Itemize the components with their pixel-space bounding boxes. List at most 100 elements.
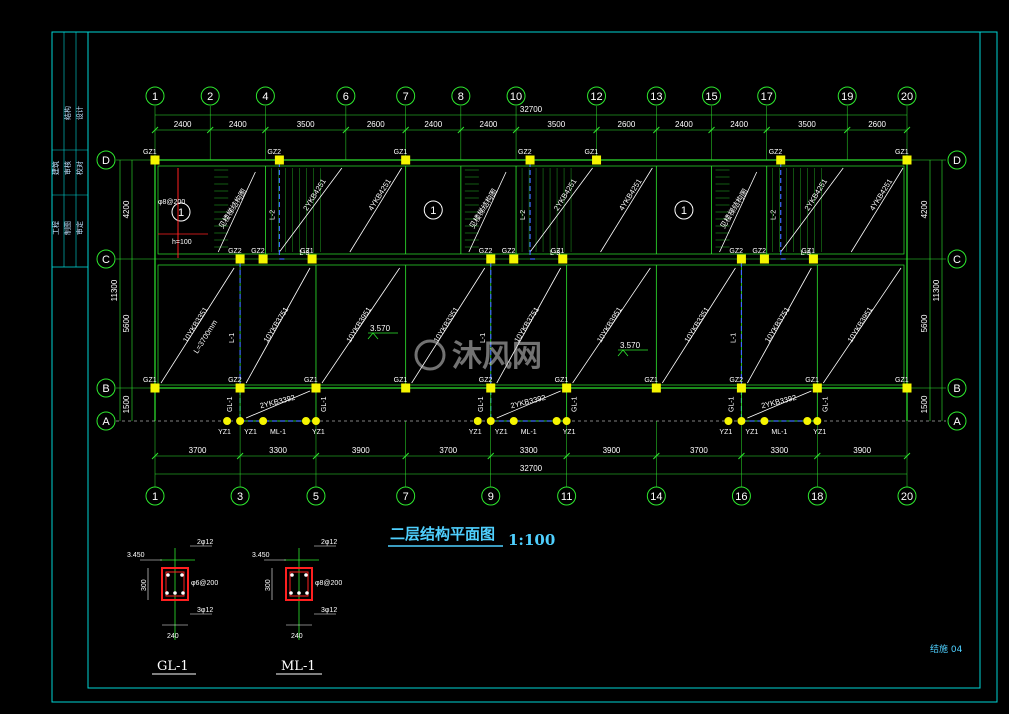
column-gz2-7 bbox=[235, 254, 245, 264]
elevation-1: 3.570 bbox=[620, 341, 641, 350]
beam-gl1-label-r-2: GL-1 bbox=[822, 396, 829, 412]
column-gz2-20 bbox=[486, 383, 496, 393]
dim-bottom-1: 3300 bbox=[269, 446, 287, 455]
gl1-height: 300 bbox=[141, 579, 148, 591]
title-block-6: 制图 bbox=[63, 221, 72, 235]
axis-label-top-12: 20 bbox=[901, 91, 913, 103]
axis-bubble-bottom-7 bbox=[731, 486, 751, 506]
column-label-13: GZ2 bbox=[729, 248, 743, 255]
room-mark-1: 1 bbox=[430, 205, 436, 217]
dim-total-left: 11300 bbox=[110, 279, 119, 301]
detail-gl1: 3.450 300 240 2φ12 φ6@200 3φ12 GL-1 bbox=[127, 539, 218, 675]
plan-walls bbox=[154, 159, 908, 421]
plan-title: 二层结构平面图 bbox=[390, 525, 495, 543]
axis-bubble-top-3 bbox=[336, 86, 356, 106]
column-label-2: GZ1 bbox=[585, 149, 599, 156]
axis-label-right-0: D bbox=[953, 155, 961, 167]
detail-ml1: 3.450 300 240 2φ12 φ8@200 3φ12 ML-1 bbox=[252, 539, 342, 675]
axis-bubble-bottom-2 bbox=[306, 486, 326, 506]
yz1-label-a-1: YZ1 bbox=[469, 429, 482, 436]
axis-label-bottom-9: 20 bbox=[901, 491, 913, 503]
column-gz1-2 bbox=[592, 155, 602, 165]
column-gz2-5 bbox=[525, 155, 535, 165]
yz1-label-a-0: YZ1 bbox=[218, 429, 231, 436]
gl1-width: 240 bbox=[167, 633, 179, 640]
column-yz1-1-1 bbox=[486, 417, 495, 425]
beam-gl1-label-r-0: GL-1 bbox=[321, 396, 328, 412]
axis-bubble-bottom-5 bbox=[557, 486, 577, 506]
axis-bubble-bottom-4 bbox=[481, 486, 501, 506]
dim-bottom-2: 3900 bbox=[352, 446, 370, 455]
column-gz1-0 bbox=[150, 155, 160, 165]
column-yz1-2-1 bbox=[737, 417, 746, 425]
room-mark-0: 1 bbox=[178, 207, 184, 219]
column-gz1-18 bbox=[311, 383, 321, 393]
dim-top-0: 2400 bbox=[174, 120, 192, 129]
gl1-name: GL-1 bbox=[157, 659, 189, 674]
axis-bubble-top-12 bbox=[897, 86, 917, 106]
beam-l2-label-2: L-2 bbox=[771, 210, 778, 220]
dim-total-right: 11300 bbox=[932, 279, 941, 301]
beam-gl1-label-2: GL-1 bbox=[728, 396, 735, 412]
dim-tick-bottom-0 bbox=[151, 452, 159, 460]
room-mark-circle-1 bbox=[423, 200, 443, 220]
axis-bubble-top-11 bbox=[837, 86, 857, 106]
slab-lower-diag-0 bbox=[160, 267, 235, 384]
slab-lower-diag-4 bbox=[496, 267, 561, 384]
column-gz1-24 bbox=[812, 383, 822, 393]
dim-tick-top-11 bbox=[843, 126, 851, 134]
axis-label-top-3: 6 bbox=[343, 91, 349, 103]
axis-label-top-7: 12 bbox=[590, 91, 602, 103]
slab-lower-label-8: 10YKB3951 bbox=[846, 305, 875, 344]
column-label-24: GZ1 bbox=[805, 377, 819, 384]
column-yz1-2-2 bbox=[760, 417, 769, 425]
column-gz2-17 bbox=[235, 383, 245, 393]
axis-label-top-10: 17 bbox=[761, 91, 773, 103]
axis-label-top-9: 15 bbox=[705, 91, 717, 103]
elevation-0: 3.570 bbox=[370, 324, 391, 333]
column-label-5: GZ2 bbox=[518, 149, 532, 156]
slab-lower-diag-6 bbox=[661, 267, 736, 384]
beam-ml1-label-0: ML-1 bbox=[270, 429, 286, 436]
slab-lower-diag-8 bbox=[822, 267, 902, 384]
beam-gl1-label-1: GL-1 bbox=[478, 396, 485, 412]
axis-label-top-6: 10 bbox=[510, 91, 522, 103]
slab-upper-label-4: 2YKB4251 bbox=[803, 177, 830, 212]
axis-label-right-3: A bbox=[953, 416, 961, 428]
corridor-bay-1 bbox=[490, 387, 568, 422]
column-gz1-12 bbox=[558, 254, 568, 264]
column-yz1-2-4 bbox=[813, 417, 822, 425]
dim-tick-top-1 bbox=[206, 126, 214, 134]
dim-top-10: 3500 bbox=[798, 120, 816, 129]
title-block-2: 建筑 bbox=[51, 161, 60, 175]
dim-tick-top-2 bbox=[262, 126, 269, 134]
ml1-top-bar: 2φ12 bbox=[321, 539, 337, 546]
ml1-height: 300 bbox=[265, 579, 272, 591]
column-gz1-25 bbox=[902, 383, 912, 393]
dim-top-4: 2400 bbox=[424, 120, 442, 129]
axis-bubble-top-2 bbox=[255, 86, 275, 106]
axis-bubble-top-4 bbox=[396, 86, 416, 106]
dim-bottom-0: 3700 bbox=[189, 446, 207, 455]
slab-lower-label-7: 10YKB3751 bbox=[763, 305, 792, 344]
axis-label-top-4: 7 bbox=[403, 91, 409, 103]
column-gz2-11 bbox=[509, 254, 519, 264]
column-label-0: GZ1 bbox=[143, 149, 157, 156]
corridor-slab-1: 2YKB3392 bbox=[510, 393, 547, 410]
dim-tick-top-8 bbox=[652, 126, 660, 134]
beam-l2-label-1: L-2 bbox=[520, 210, 527, 220]
stair-label-1: 见楼梯结构图 bbox=[467, 187, 499, 230]
sheet-number: 结施 04 bbox=[930, 643, 963, 655]
room-mark-circle-2 bbox=[674, 200, 694, 220]
column-yz1-0-1 bbox=[236, 417, 245, 425]
dim-tick-top-7 bbox=[593, 126, 600, 134]
dim-tick-top-5 bbox=[457, 126, 465, 134]
axis-bubble-top-10 bbox=[757, 86, 777, 106]
slab-upper-label-3: 4YKB4251 bbox=[617, 177, 644, 212]
corridor-bay-2 bbox=[741, 387, 818, 422]
dim-bottom-7: 3300 bbox=[770, 446, 788, 455]
corridor-slab-2: 2YKB3392 bbox=[760, 393, 797, 410]
dim-right-1: 5600 bbox=[920, 314, 929, 332]
dim-top-8: 2400 bbox=[675, 120, 693, 129]
